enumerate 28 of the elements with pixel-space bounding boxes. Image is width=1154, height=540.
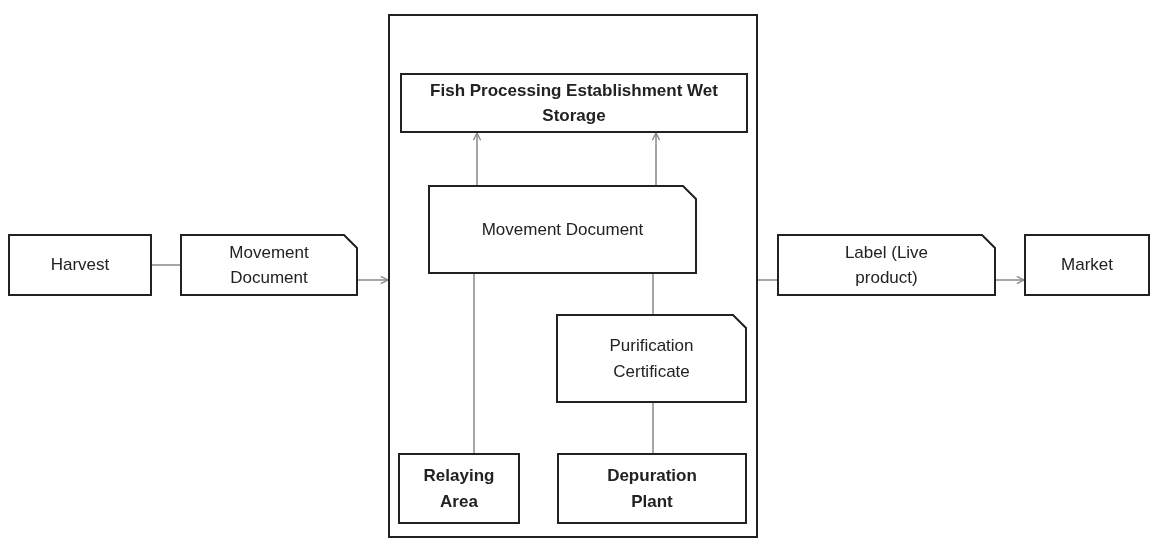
arrow: [651, 132, 661, 186]
node-label: Movement Document: [480, 218, 645, 241]
node-label: Relaying Area: [422, 465, 496, 513]
document-box: [428, 185, 697, 274]
arrow: [995, 275, 1025, 285]
connector-line: [652, 273, 654, 315]
document-box: [777, 234, 996, 296]
connector-line: [151, 264, 181, 266]
node-label: Depuration Plant: [606, 465, 698, 513]
node-label: Fish Processing Establishment Wet Storage: [429, 79, 719, 127]
document-box: [556, 314, 747, 403]
connector-line: [757, 279, 778, 281]
process-box: [398, 453, 520, 524]
container-box: [388, 14, 758, 538]
document-box: [180, 234, 358, 296]
connector-line: [473, 273, 475, 454]
process-box: [8, 234, 152, 296]
process-box: [1024, 234, 1150, 296]
node-label: Purification Certificate: [608, 335, 695, 383]
node-label: Movement Document: [228, 241, 310, 289]
arrow: [357, 275, 389, 285]
process-box: [400, 73, 748, 133]
process-box: [557, 453, 747, 524]
arrow: [472, 132, 482, 186]
node-label: Label (Live product): [843, 241, 930, 289]
node-label: Harvest: [49, 254, 111, 277]
connector-line: [652, 402, 654, 454]
node-label: Market: [1060, 254, 1114, 277]
